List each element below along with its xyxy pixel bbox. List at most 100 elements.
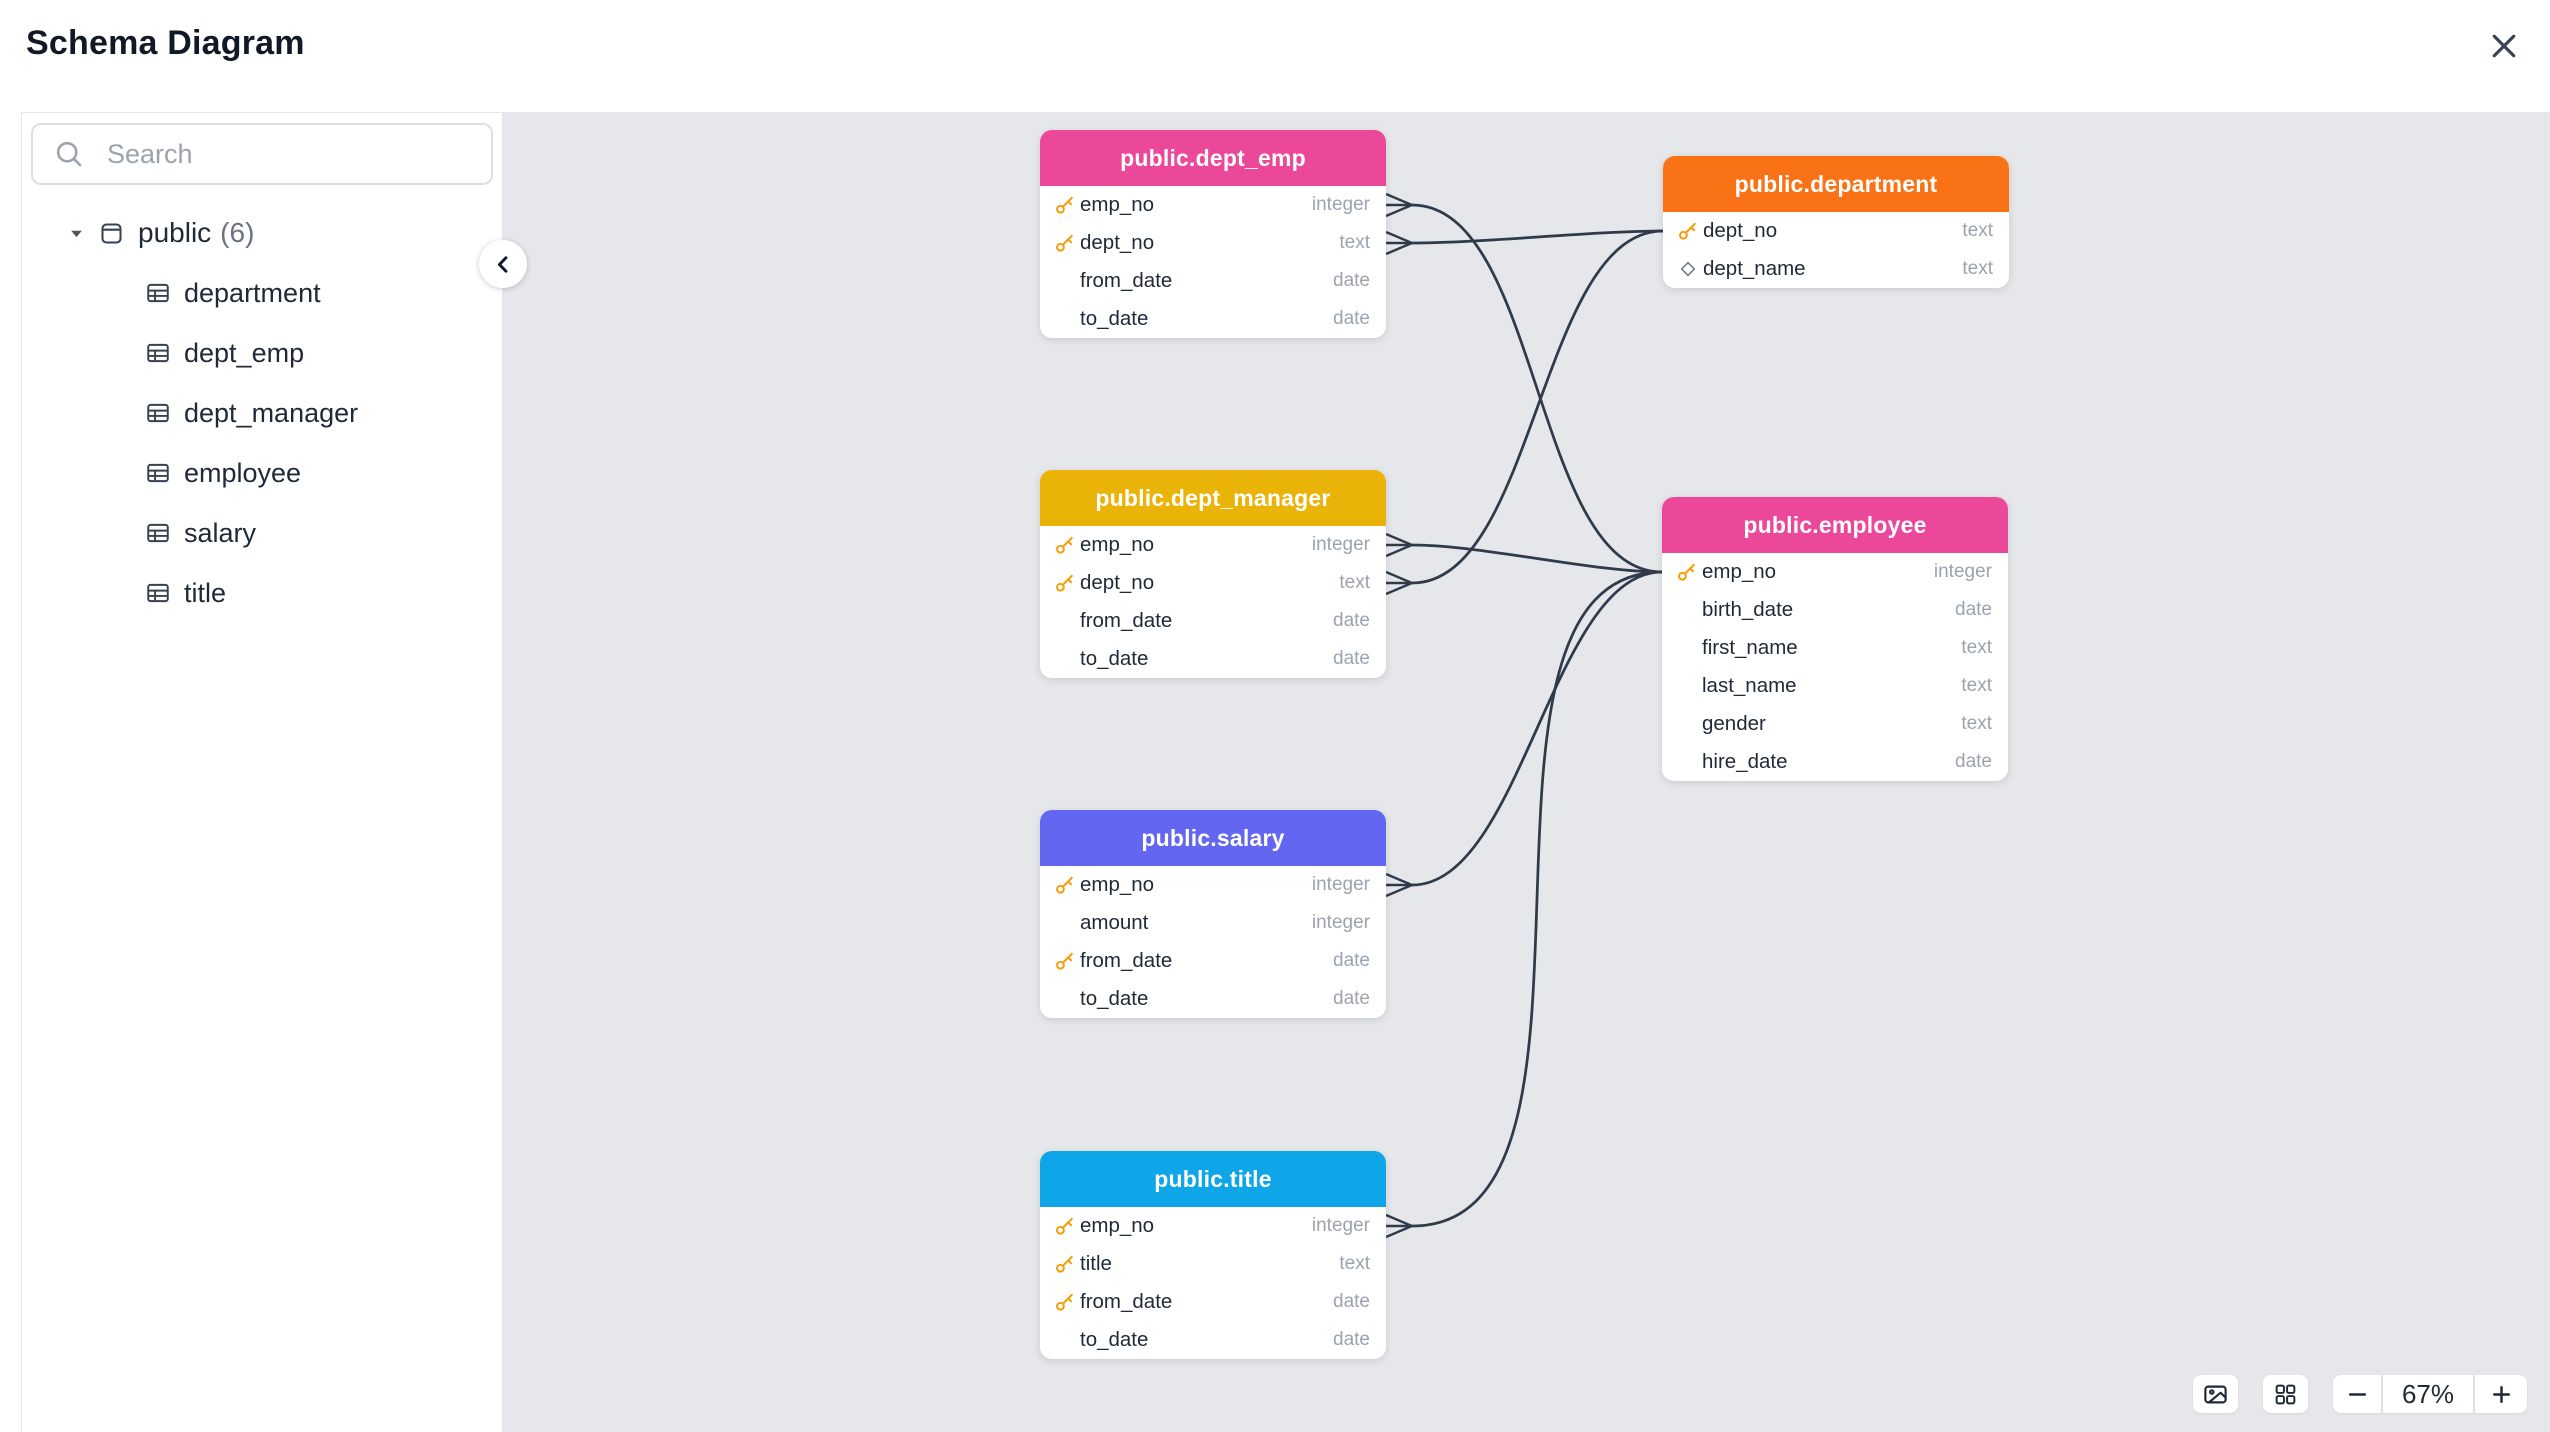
tree-schema-public[interactable]: public (6) <box>22 203 502 263</box>
table-node-title: public.department <box>1734 170 1938 197</box>
table-label: title <box>184 577 227 608</box>
field-name: dept_name <box>1703 257 1806 280</box>
table-node-title: public.dept_emp <box>1120 144 1306 171</box>
table-label: salary <box>184 517 257 548</box>
sidebar-item-dept_manager[interactable]: dept_manager <box>22 383 502 443</box>
primary-key-icon <box>1054 572 1076 594</box>
fit-view-button[interactable] <box>2263 1375 2308 1413</box>
primary-key-icon <box>1054 194 1076 216</box>
diagram-canvas[interactable] <box>503 112 2550 1432</box>
field-type: integer <box>1311 1215 1370 1236</box>
zoom-in-button[interactable] <box>2475 1375 2527 1413</box>
table-icon <box>145 460 171 486</box>
close-button[interactable] <box>2482 24 2526 68</box>
primary-key-icon <box>1054 232 1076 254</box>
field-type: text <box>1962 220 1993 241</box>
collapse-sidebar-button[interactable] <box>479 240 527 288</box>
field-name: emp_no <box>1080 533 1155 556</box>
field-type: integer <box>1311 534 1370 555</box>
table-node-header[interactable]: public.dept_manager <box>1040 470 1386 526</box>
sidebar-item-department[interactable]: department <box>22 263 502 323</box>
table-node-header[interactable]: public.department <box>1663 156 2009 212</box>
field-name: hire_date <box>1702 750 1788 773</box>
table-node-header[interactable]: public.dept_emp <box>1040 130 1386 186</box>
database-icon <box>98 220 125 247</box>
table-icon <box>145 520 171 546</box>
field-name: title <box>1080 1252 1112 1275</box>
primary-key-icon <box>1054 1253 1076 1275</box>
field-type: integer <box>1311 912 1370 933</box>
caret-down-icon[interactable] <box>68 225 85 242</box>
primary-key-icon <box>1054 1215 1076 1237</box>
table-node-title[interactable]: public.title emp_no integer title text from_d… <box>1040 1151 1386 1359</box>
table-node-header[interactable]: public.employee <box>1662 497 2008 553</box>
zoom-controls: 67% <box>2333 1375 2527 1413</box>
field-name: emp_no <box>1080 873 1155 896</box>
search-input[interactable] <box>31 123 493 185</box>
field-name: to_date <box>1080 307 1149 330</box>
sidebar-item-dept_emp[interactable]: dept_emp <box>22 323 502 383</box>
field-type: date <box>1333 988 1370 1009</box>
field-name: dept_no <box>1080 231 1155 254</box>
table-node-title: public.salary <box>1141 824 1285 851</box>
field-name: emp_no <box>1080 193 1155 216</box>
field-name: from_date <box>1080 269 1173 292</box>
field-name: first_name <box>1702 636 1798 659</box>
field-row-last_name: last_name text <box>1662 667 2008 705</box>
close-icon <box>2486 28 2522 64</box>
primary-key-icon <box>1054 534 1076 556</box>
field-type: text <box>1339 1253 1370 1274</box>
field-row-emp_no: emp_no integer <box>1040 526 1386 564</box>
field-type: date <box>1333 950 1370 971</box>
field-type: text <box>1961 675 1992 696</box>
zoom-level: 67% <box>2383 1375 2473 1413</box>
field-type: date <box>1955 751 1992 772</box>
zoom-out-button[interactable] <box>2333 1375 2381 1413</box>
sidebar-item-employee[interactable]: employee <box>22 443 502 503</box>
field-type: date <box>1333 648 1370 669</box>
schema-label: public <box>138 217 212 248</box>
primary-key-icon <box>1677 220 1699 242</box>
table-icon <box>145 340 171 366</box>
page-title: Schema Diagram <box>26 24 305 62</box>
minus-icon <box>2344 1381 2371 1408</box>
image-icon <box>2202 1381 2229 1408</box>
field-name: last_name <box>1702 674 1797 697</box>
table-icon <box>145 400 171 426</box>
table-node-header[interactable]: public.salary <box>1040 810 1386 866</box>
sidebar-item-title[interactable]: title <box>22 563 502 623</box>
field-row-emp_no: emp_no integer <box>1040 866 1386 904</box>
field-name: to_date <box>1080 647 1149 670</box>
field-name: from_date <box>1080 949 1173 972</box>
field-name: dept_no <box>1703 219 1778 242</box>
export-image-button[interactable] <box>2193 1375 2238 1413</box>
field-type: text <box>1961 637 1992 658</box>
field-row-emp_no: emp_no integer <box>1040 1207 1386 1245</box>
unique-icon <box>1679 260 1697 278</box>
sidebar: public (6) departmentdept_empdept_manage… <box>21 112 503 1432</box>
field-row-dept_no: dept_no text <box>1663 212 2009 250</box>
table-node-header[interactable]: public.title <box>1040 1151 1386 1207</box>
field-type: date <box>1333 1329 1370 1350</box>
field-name: from_date <box>1080 1290 1173 1313</box>
field-name: emp_no <box>1080 1214 1155 1237</box>
field-type: date <box>1333 610 1370 631</box>
sidebar-item-salary[interactable]: salary <box>22 503 502 563</box>
field-type: integer <box>1311 874 1370 895</box>
field-name: from_date <box>1080 609 1173 632</box>
field-type: text <box>1339 572 1370 593</box>
